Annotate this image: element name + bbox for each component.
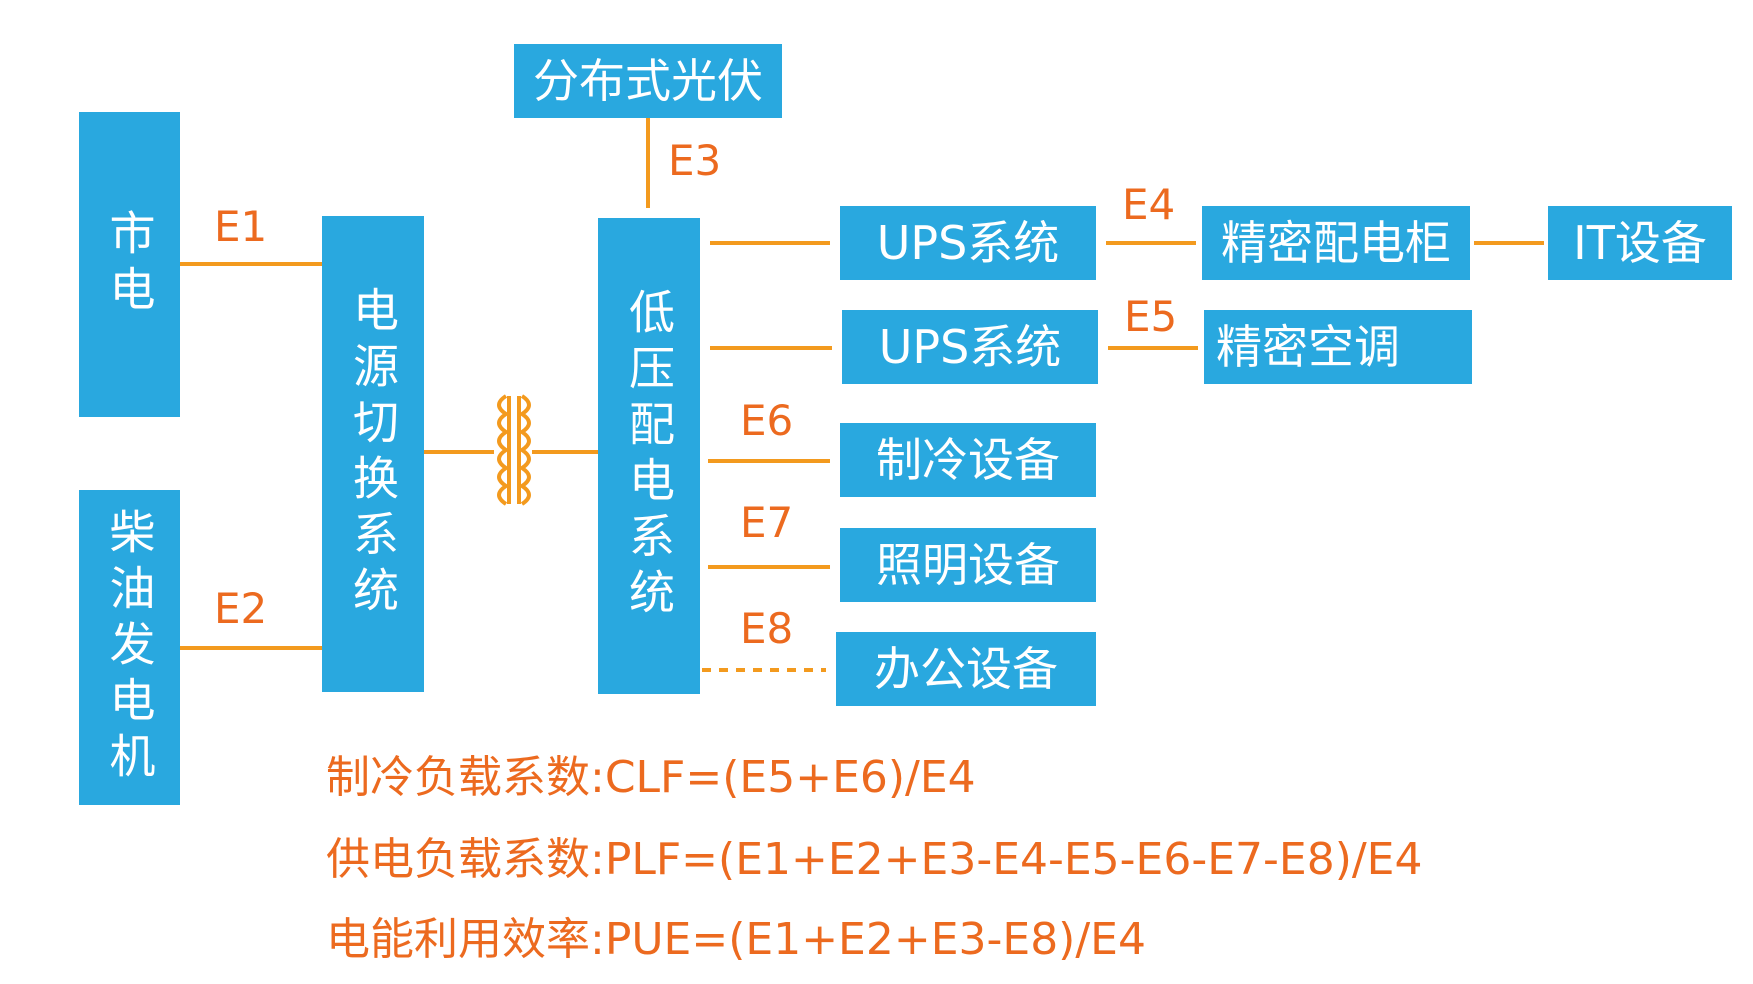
node-lv-distribution-label: 低压配电系统 bbox=[622, 288, 676, 624]
node-diesel-generator-label: 柴油发电机 bbox=[102, 507, 157, 788]
node-it-equipment: IT设备 bbox=[1548, 206, 1732, 280]
edge-label-e2: E2 bbox=[214, 584, 268, 633]
edge-label-e7: E7 bbox=[740, 498, 794, 547]
node-power-switch-label: 电源切换系统 bbox=[346, 286, 400, 622]
edge-label-e8: E8 bbox=[740, 604, 794, 653]
node-office-equipment-label: 办公设备 bbox=[874, 642, 1058, 696]
node-lighting-equipment: 照明设备 bbox=[840, 528, 1096, 602]
node-precision-ac: 精密空调 bbox=[1204, 310, 1472, 384]
node-ups-2-label: UPS系统 bbox=[878, 320, 1062, 374]
node-precision-ac-label: 精密空调 bbox=[1216, 320, 1400, 374]
node-solar-pv: 分布式光伏 bbox=[514, 44, 782, 118]
node-ups-2: UPS系统 bbox=[842, 310, 1098, 384]
node-cooling-equipment: 制冷设备 bbox=[840, 423, 1096, 497]
node-ups-1: UPS系统 bbox=[840, 206, 1096, 280]
edge-label-e6: E6 bbox=[740, 396, 794, 445]
node-cooling-equipment-label: 制冷设备 bbox=[876, 433, 1060, 487]
edge-label-e3: E3 bbox=[668, 136, 722, 185]
node-precision-cabinet: 精密配电柜 bbox=[1202, 206, 1470, 280]
node-ups-1-label: UPS系统 bbox=[876, 216, 1060, 270]
node-it-equipment-label: IT设备 bbox=[1573, 216, 1707, 270]
node-grid-power: 市电 bbox=[79, 112, 180, 417]
edge-label-e4: E4 bbox=[1122, 180, 1176, 229]
node-diesel-generator: 柴油发电机 bbox=[79, 490, 180, 805]
edge-label-e5: E5 bbox=[1124, 292, 1178, 341]
edge-label-e1: E1 bbox=[214, 202, 268, 251]
formula-plf: 供电负载系数:PLF=(E1+E2+E3-E4-E5-E6-E7-E8)/E4 bbox=[326, 834, 1423, 885]
node-precision-cabinet-label: 精密配电柜 bbox=[1221, 216, 1451, 270]
formula-pue: 电能利用效率:PUE=(E1+E2+E3-E8)/E4 bbox=[326, 914, 1146, 965]
node-power-switch: 电源切换系统 bbox=[322, 216, 424, 692]
node-solar-pv-label: 分布式光伏 bbox=[533, 54, 763, 108]
node-office-equipment: 办公设备 bbox=[836, 632, 1096, 706]
node-grid-power-label: 市电 bbox=[102, 208, 157, 321]
node-lighting-equipment-label: 照明设备 bbox=[876, 538, 1060, 592]
formula-clf: 制冷负载系数:CLF=(E5+E6)/E4 bbox=[326, 752, 976, 803]
node-lv-distribution: 低压配电系统 bbox=[598, 218, 700, 694]
transformer-symbol bbox=[497, 394, 531, 506]
